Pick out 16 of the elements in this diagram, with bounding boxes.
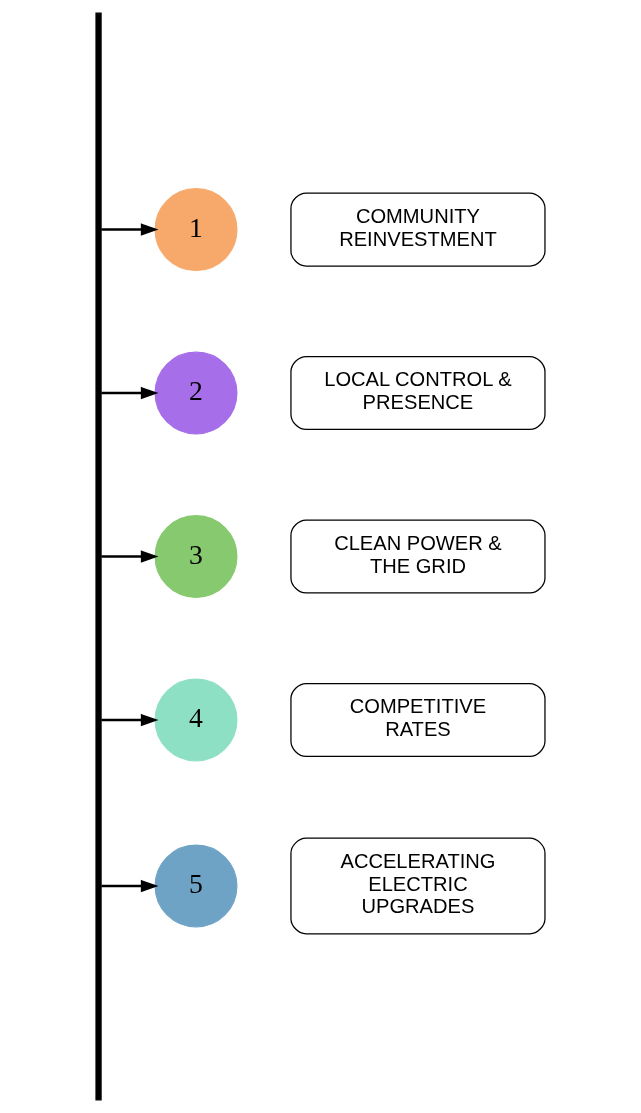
- node-box: COMMUNITY REINVESTMENT: [290, 192, 546, 267]
- node-box: ACCELERATING ELECTRIC UPGRADES: [290, 837, 546, 935]
- node-circle: 2: [154, 351, 238, 435]
- node-circle: 3: [154, 515, 238, 598]
- arrow: [101, 223, 159, 236]
- node-bar: [95, 12, 102, 1101]
- node-circle: 5: [154, 844, 238, 928]
- arrow: [101, 713, 159, 727]
- node-circle: 1: [154, 188, 238, 272]
- arrow: [101, 386, 159, 400]
- node-circle: 4: [154, 678, 238, 762]
- node-box: CLEAN POWER & THE GRID: [290, 519, 546, 594]
- arrow: [101, 879, 159, 893]
- arrow: [101, 550, 159, 563]
- node-box: COMPETITIVE RATES: [290, 682, 546, 758]
- node-box: LOCAL CONTROL & PRESENCE: [290, 355, 546, 431]
